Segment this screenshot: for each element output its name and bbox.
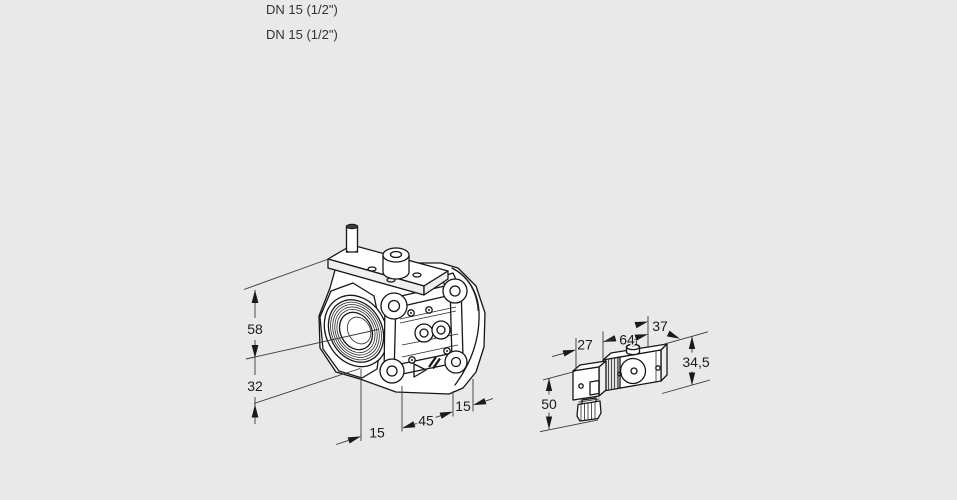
size-label-2: DN 15 (1/2") <box>266 27 338 42</box>
main-dims-left: 58 32 <box>243 258 379 424</box>
dim-body-length: 64 <box>619 331 635 347</box>
actuator-face-disc <box>619 357 647 385</box>
dim-upper-height: 58 <box>247 321 263 337</box>
top-bump <box>625 338 641 356</box>
actuator-body <box>602 338 668 392</box>
actuator-dims: 27 64 37 34,5 50 <box>540 316 711 433</box>
outlet-cylinder-highlight <box>460 273 479 312</box>
mounting-plate <box>327 223 449 296</box>
size-label-1: DN 15 (1/2") <box>266 2 338 17</box>
dim-connector-height: 50 <box>541 396 557 412</box>
din-connector <box>572 360 607 401</box>
dim-end-width: 37 <box>652 318 668 334</box>
cable-gland <box>576 397 602 422</box>
main-dims-bottom: 15 45 15 <box>335 368 494 445</box>
dim-body-width: 45 <box>418 412 434 428</box>
actuator-view: 27 64 37 34,5 50 <box>540 316 711 433</box>
hatch-mark <box>428 356 441 370</box>
dim-connector-width: 27 <box>577 336 593 352</box>
threaded-port <box>323 294 389 368</box>
corner-bolts <box>379 272 468 384</box>
dim-body-height: 34,5 <box>682 354 709 370</box>
dim-right-offset: 15 <box>455 398 471 414</box>
valve-isometric-view: 58 32 15 45 15 <box>243 223 494 445</box>
side-face-details <box>407 306 451 378</box>
dim-lower-height: 32 <box>247 378 263 394</box>
flow-direction-triangle <box>413 363 427 378</box>
boss-cylinder <box>382 247 410 280</box>
pin <box>345 223 359 253</box>
dim-left-offset: 15 <box>369 424 385 440</box>
